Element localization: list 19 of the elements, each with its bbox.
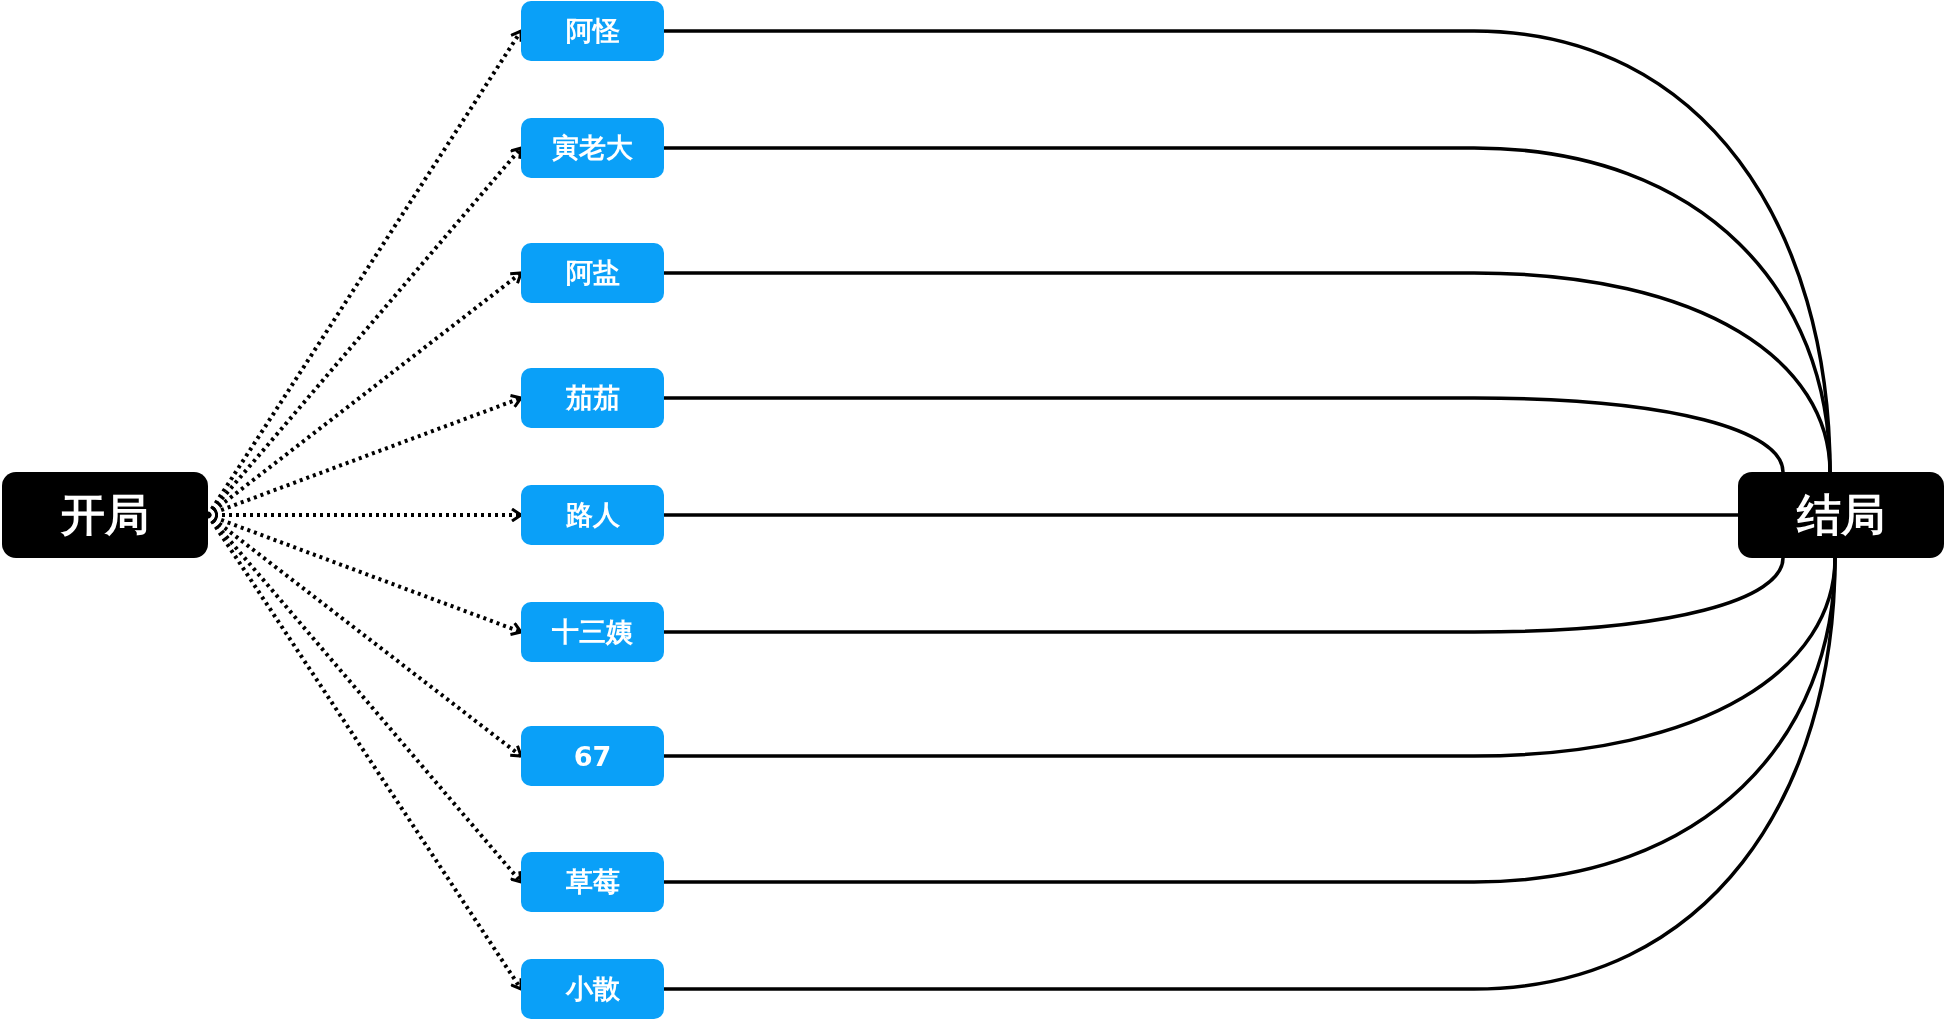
character-box: 寅老大 xyxy=(521,118,664,178)
start-box: 开局 xyxy=(2,472,208,558)
character-box: 小散 xyxy=(521,959,664,1019)
dotted-arrow xyxy=(206,513,523,758)
character-box: 茄茄 xyxy=(521,368,664,428)
character-box: 阿盐 xyxy=(521,243,664,303)
connector-line xyxy=(664,513,1738,517)
character-box: 67 xyxy=(521,726,664,786)
character-box: 阿怪 xyxy=(521,1,664,61)
dotted-arrow xyxy=(208,507,523,523)
connector-line xyxy=(664,557,1785,634)
connector-line xyxy=(664,557,1837,991)
end-box: 结局 xyxy=(1738,472,1944,558)
connector-line xyxy=(664,396,1785,473)
character-box: 路人 xyxy=(521,485,664,545)
character-box: 十三姨 xyxy=(521,602,664,662)
connector-line xyxy=(664,271,1832,473)
dotted-arrow xyxy=(207,513,523,636)
character-box: 草莓 xyxy=(521,852,664,912)
